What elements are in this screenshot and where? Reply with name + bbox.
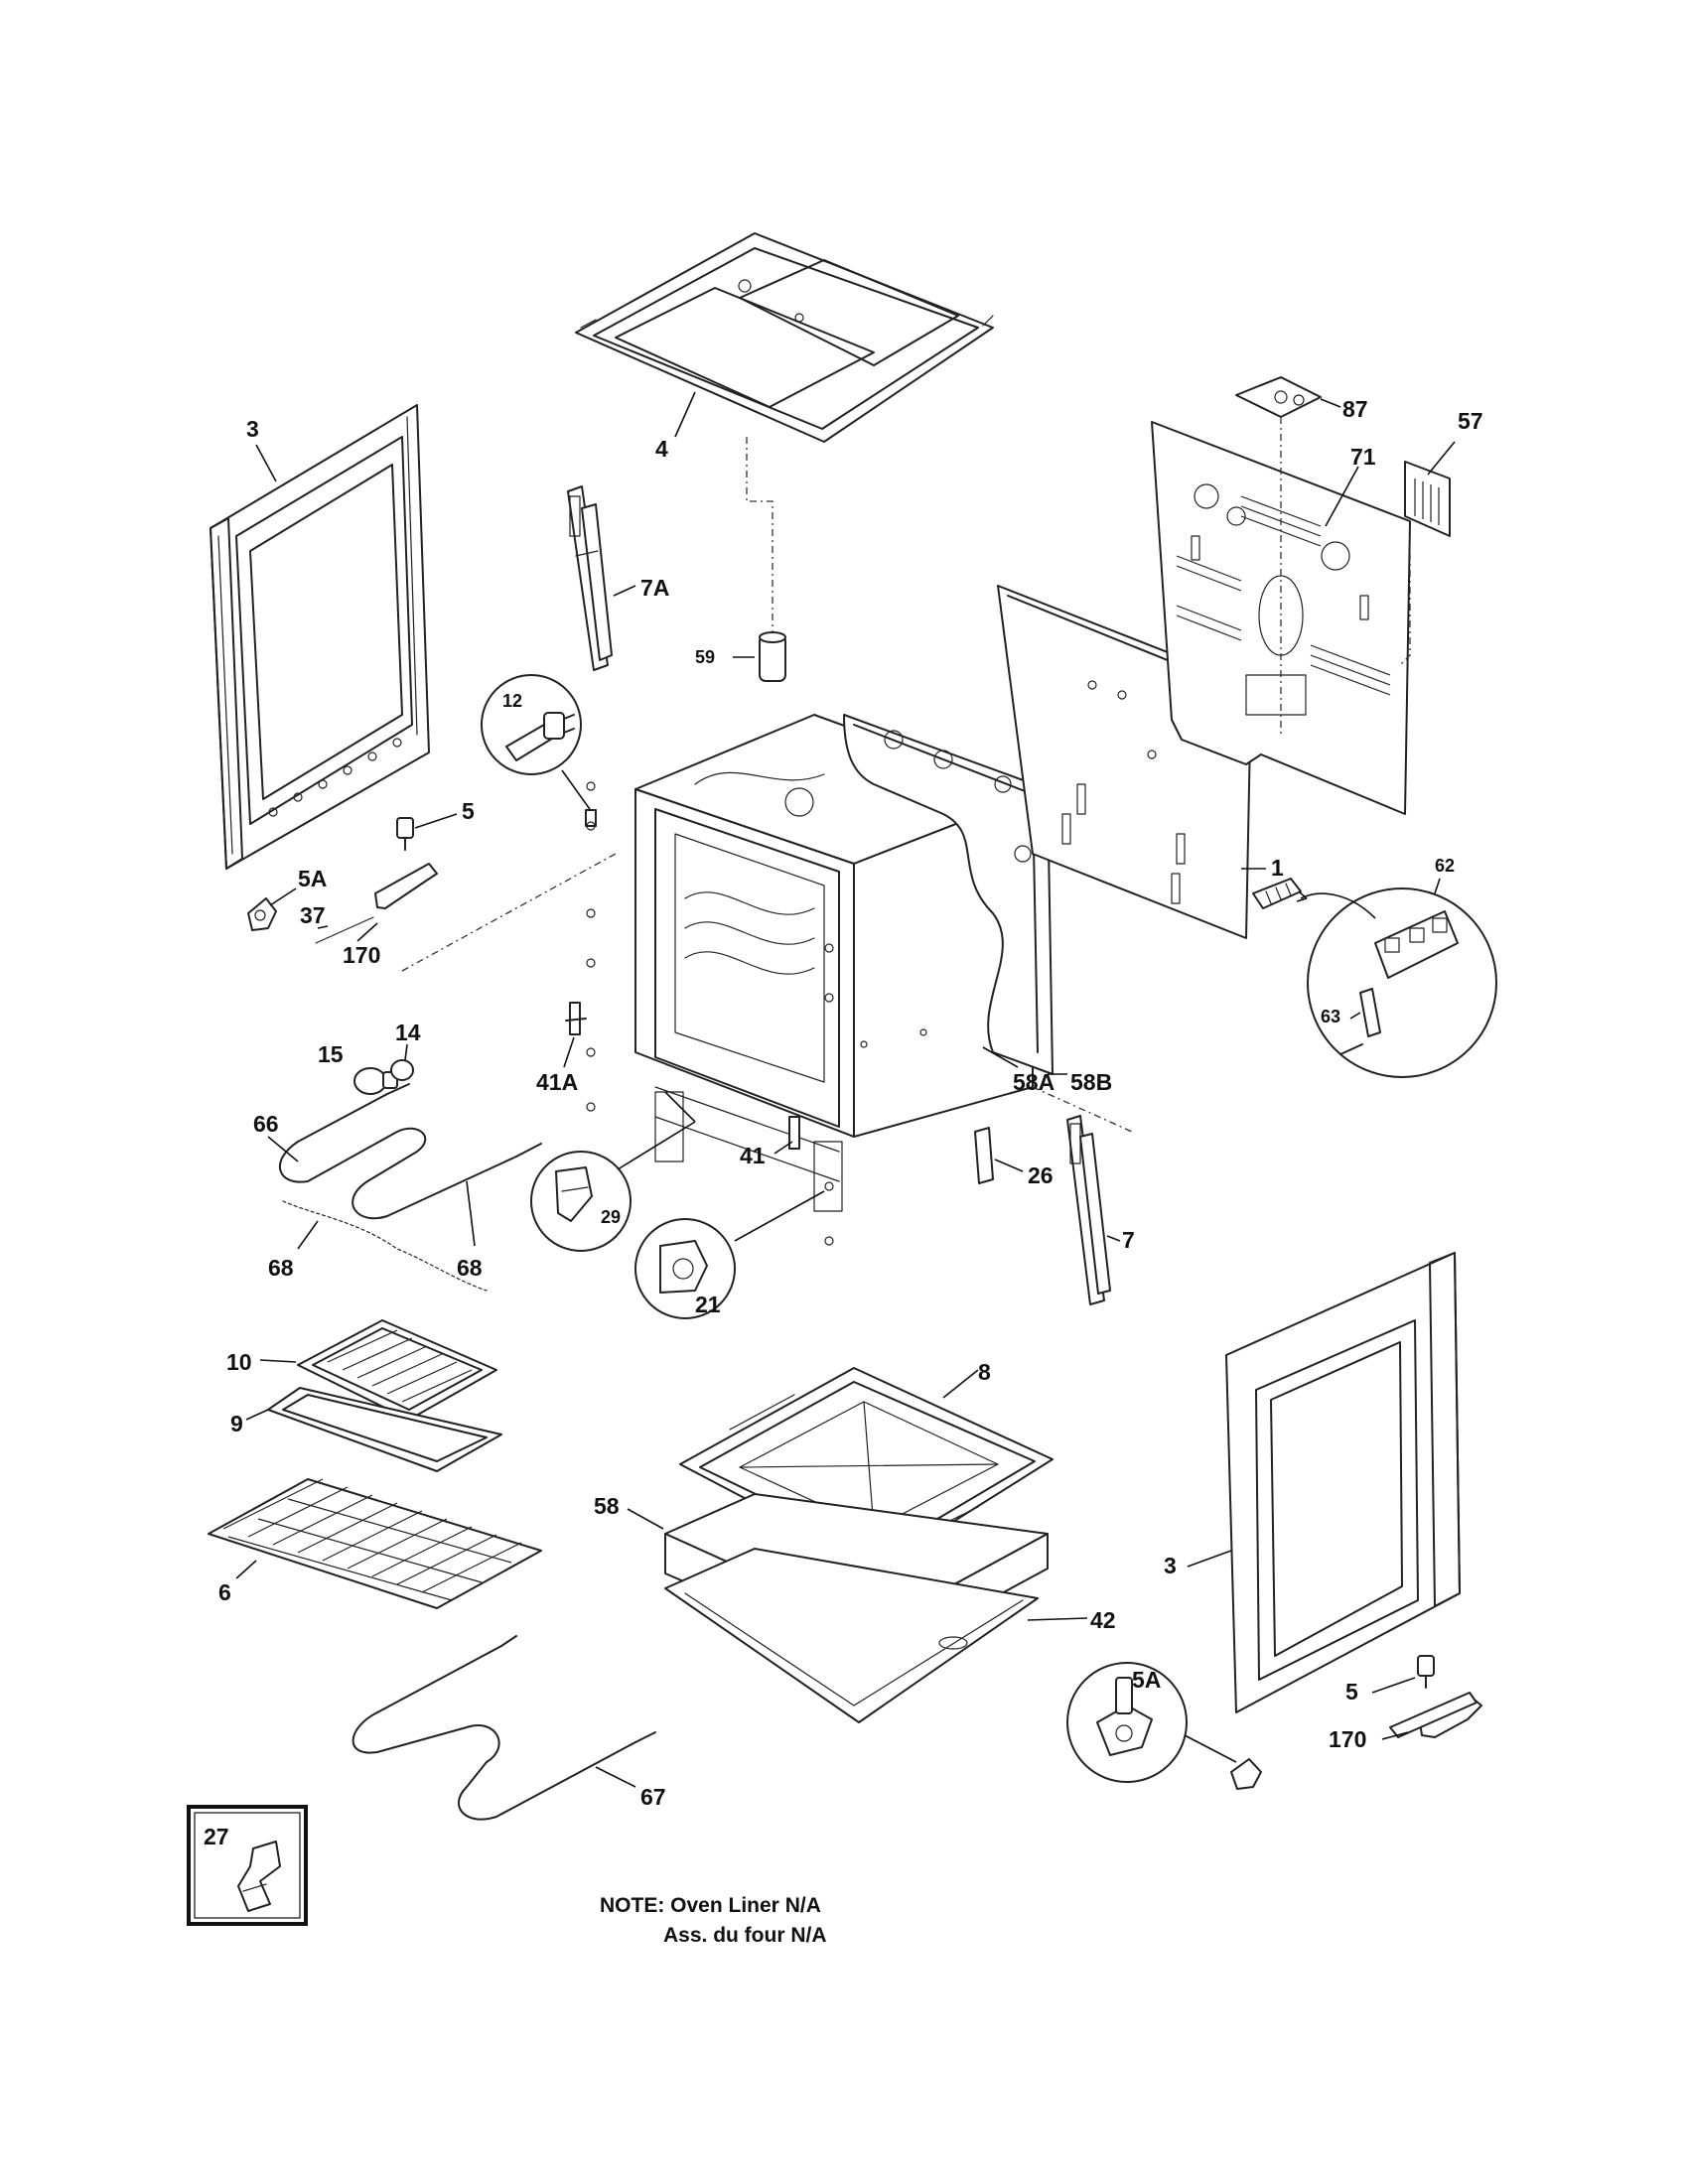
callout-57: 57	[1458, 408, 1483, 434]
callout-4: 4	[655, 436, 668, 462]
callout-5-left: 5	[462, 798, 475, 824]
callout-5a-left: 5A	[298, 866, 327, 891]
right-side-panel-part	[1225, 1252, 1461, 1713]
broiler-pan-9-part	[267, 1387, 502, 1472]
callout-63: 63	[1321, 1007, 1340, 1026]
vent-tube-59-part	[759, 631, 786, 682]
callout-62: 62	[1435, 856, 1455, 876]
callout-41: 41	[740, 1143, 766, 1168]
callout-37: 37	[300, 902, 326, 928]
rack-support-41a-part	[565, 1002, 587, 1035]
callout-7: 7	[1122, 1227, 1135, 1253]
leveling-leg-left-part	[247, 817, 438, 931]
callout-7a: 7A	[640, 575, 669, 601]
broil-element-66-part	[278, 1083, 542, 1220]
callout-26: 26	[1028, 1162, 1054, 1188]
note-line-2: Ass. du four N/A	[663, 1924, 827, 1947]
oven-lamp-15-part	[353, 1067, 398, 1095]
callout-8: 8	[978, 1359, 991, 1385]
callout-67: 67	[640, 1784, 666, 1810]
callout-12: 12	[502, 691, 522, 711]
callout-27: 27	[204, 1824, 229, 1849]
callout-21: 21	[695, 1292, 721, 1317]
bake-element-67-part	[352, 1635, 656, 1821]
rear-cover-vent-slots	[1176, 495, 1391, 696]
leveling-leg-right-part	[1389, 1655, 1482, 1738]
callout-10: 10	[226, 1349, 252, 1375]
callout-170-right: 170	[1329, 1726, 1366, 1752]
callout-68-left: 68	[268, 1255, 294, 1281]
callout-3-left: 3	[246, 416, 259, 442]
cavity-screws	[586, 781, 834, 1246]
terminal-block-62-part	[1252, 878, 1497, 1078]
bottom-tray-42-part	[664, 1548, 1039, 1723]
left-panel-holes	[268, 738, 402, 817]
callout-29: 29	[601, 1207, 621, 1227]
callout-68-right: 68	[457, 1255, 483, 1281]
callout-1: 1	[1271, 855, 1284, 881]
lamp-socket-14-part	[390, 1059, 414, 1081]
oven-rack-6-part	[208, 1478, 542, 1609]
callout-58: 58	[594, 1493, 620, 1519]
rear-cover-71-part	[1151, 421, 1411, 815]
callout-66: 66	[253, 1111, 279, 1137]
leveling-leg-5a-detail	[1066, 1662, 1188, 1783]
callout-71: 71	[1350, 444, 1376, 470]
note-line-1: NOTE: Oven Liner N/A	[600, 1894, 821, 1917]
callout-42: 42	[1090, 1607, 1116, 1633]
broiler-grid-10-part	[297, 1319, 497, 1421]
gasket-87-part	[1235, 376, 1322, 418]
callout-9: 9	[230, 1411, 243, 1436]
callout-6: 6	[218, 1579, 231, 1605]
callout-5a-right: 5A	[1132, 1667, 1161, 1693]
callout-58a: 58A	[1013, 1069, 1055, 1095]
callout-41a: 41A	[536, 1069, 578, 1095]
hinge-receptacle-7a-part	[567, 485, 613, 671]
callout-14: 14	[395, 1020, 421, 1045]
callout-87: 87	[1342, 396, 1368, 422]
hinge-stop-26-part	[974, 1127, 994, 1184]
callout-3-right: 3	[1164, 1553, 1177, 1578]
top-panel-part	[575, 232, 994, 443]
callout-59: 59	[695, 647, 715, 667]
door-switch-12-detail	[481, 674, 582, 775]
hinge-receptacle-7-part	[1066, 1115, 1111, 1305]
left-side-panel-part	[210, 404, 430, 870]
inset-box-27	[187, 1805, 308, 1926]
bracket-29-detail	[530, 1151, 632, 1252]
callout-5-right: 5	[1345, 1679, 1358, 1705]
clip-21-detail	[634, 1218, 736, 1319]
callout-170-left: 170	[343, 942, 380, 968]
vent-cover-57-part	[1404, 461, 1451, 537]
callout-58b: 58B	[1070, 1069, 1112, 1095]
rack-support-41-part	[788, 1116, 800, 1150]
heat-shield-68-part	[282, 1200, 488, 1292]
callout-15: 15	[318, 1041, 344, 1067]
